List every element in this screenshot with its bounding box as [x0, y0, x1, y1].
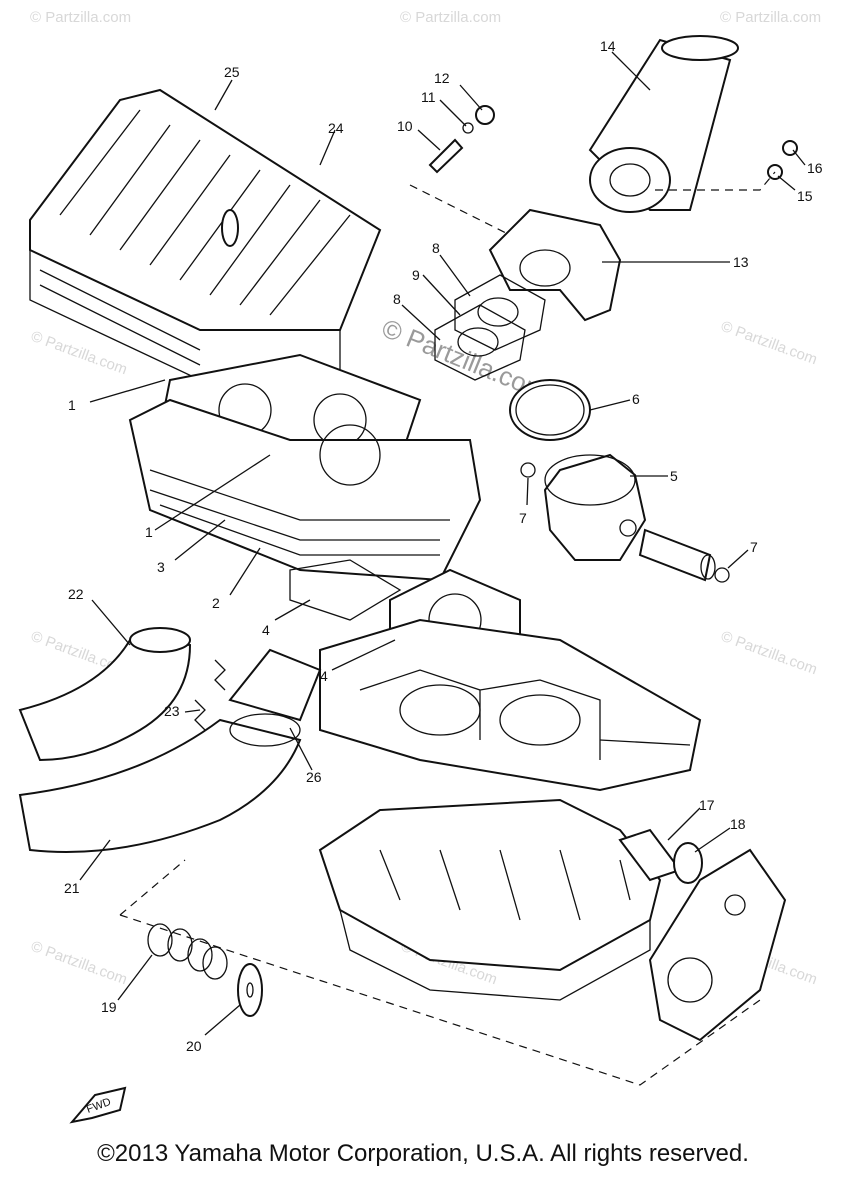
callout-label: 1 — [68, 397, 76, 413]
circlip — [714, 567, 730, 583]
callouts: 1 1 2 3 4 4 5 6 7 7 8 8 9 10 11 12 13 — [64, 38, 823, 1054]
watermark: © Partzilla.com — [29, 328, 130, 379]
copyright-footer: ©2013 Yamaha Motor Corporation, U.S.A. A… — [97, 1140, 749, 1167]
callout-label: 4 — [262, 622, 270, 638]
callout-label: 4 — [320, 668, 328, 684]
callout-label: 23 — [164, 703, 180, 719]
forward-arrow: FWD — [69, 1086, 127, 1124]
shaft-assembly — [618, 828, 703, 884]
watermark: © Partzilla.com — [719, 628, 820, 679]
circlip — [520, 462, 536, 478]
callout-label: 8 — [432, 240, 440, 256]
callout-label: 1 — [145, 524, 153, 540]
callout-label: 2 — [212, 595, 220, 611]
exhaust-spring — [194, 659, 226, 731]
callout-label: 15 — [797, 188, 813, 204]
watermark: © Partzilla.com — [720, 9, 821, 26]
spring — [147, 923, 228, 980]
callout-label: 10 — [397, 118, 413, 134]
callout-label: 17 — [699, 797, 715, 813]
callout-label: 5 — [670, 468, 678, 484]
stud-bolt — [428, 105, 798, 180]
assembly-guide — [409, 171, 776, 236]
callout-label: 19 — [101, 999, 117, 1015]
assembly-guide — [119, 859, 761, 1086]
callout-label: 3 — [157, 559, 165, 575]
callout-label: 16 — [807, 160, 823, 176]
cylinder-block — [128, 398, 482, 582]
callout-label: 18 — [730, 816, 746, 832]
crankcase-upper — [319, 618, 702, 792]
callout-label: 14 — [600, 38, 616, 54]
piston-ring — [509, 379, 591, 441]
callout-label: 22 — [68, 586, 84, 602]
washer — [237, 963, 263, 1017]
watermark: © Partzilla.com — [719, 318, 820, 369]
exhaust-pipe — [18, 627, 322, 853]
piston-pin — [638, 528, 716, 582]
callout-label: 8 — [393, 291, 401, 307]
intake-manifold — [488, 208, 622, 322]
callout-label: 20 — [186, 1038, 202, 1054]
watermark: © Partzilla.com — [30, 9, 131, 26]
callout-label: 12 — [434, 70, 450, 86]
watermark: © Partzilla.com — [29, 938, 130, 989]
callout-label: 7 — [519, 510, 527, 526]
callout-label: 7 — [750, 539, 758, 555]
cover-plate — [648, 848, 787, 1042]
callout-label: 21 — [64, 880, 80, 896]
intake-funnel — [588, 35, 739, 213]
crankcase-lower — [318, 798, 662, 1001]
intake-gasket — [434, 274, 546, 381]
callout-label: 9 — [412, 267, 420, 283]
piston — [543, 453, 647, 561]
callout-label: 13 — [733, 254, 749, 270]
callout-label: 24 — [328, 120, 344, 136]
watermark: © Partzilla.com — [400, 9, 501, 26]
callout-label: 6 — [632, 391, 640, 407]
callout-label: 25 — [224, 64, 240, 80]
callout-label: 26 — [306, 769, 322, 785]
cylinder-head — [29, 88, 382, 381]
callout-label: 11 — [421, 89, 436, 105]
